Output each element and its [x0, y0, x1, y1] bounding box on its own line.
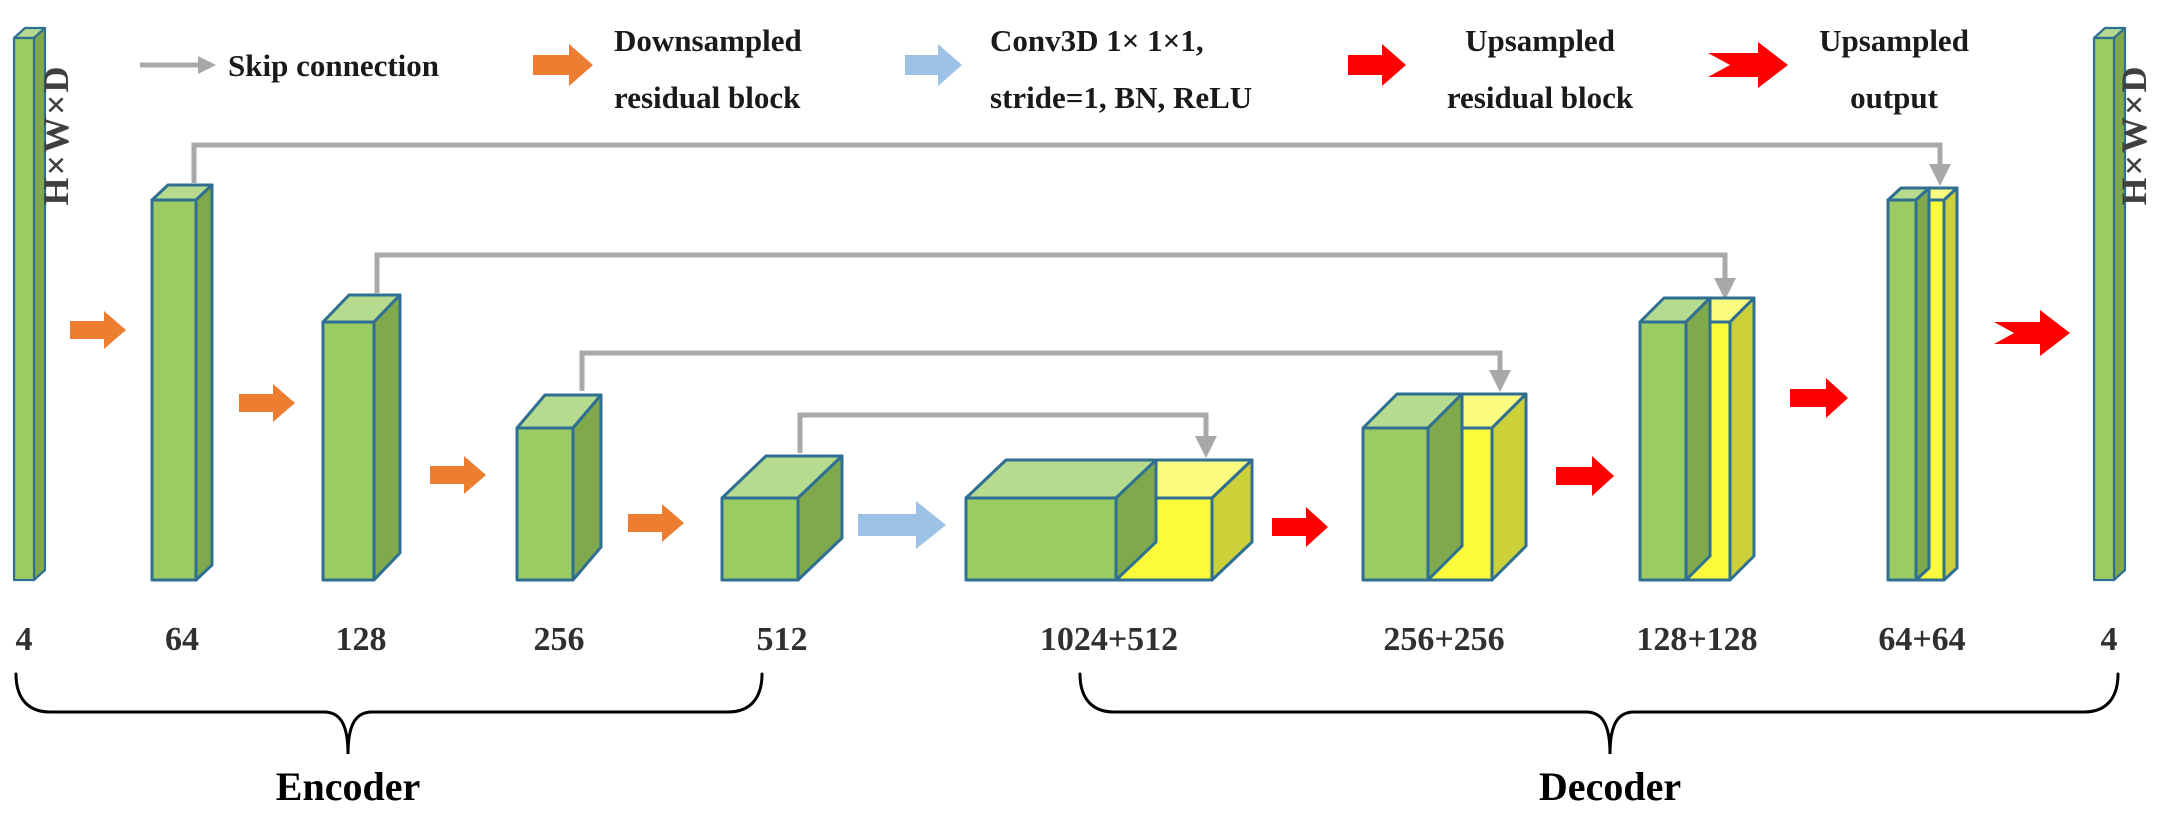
skip-connection-line-1	[191, 142, 1943, 183]
legend-item-upsampled-output: Upsampled output	[1708, 23, 1969, 115]
skip-connections	[191, 142, 1951, 458]
conv3d-arrow	[858, 501, 946, 549]
channel-label: 64	[165, 621, 199, 658]
box-side-face	[1914, 186, 1931, 582]
box-front-face	[1638, 320, 1688, 582]
legend-item-conv3d: Conv3D 1× 1×1, stride=1, BN, ReLU	[905, 23, 1252, 115]
encoder-block-128: 128	[321, 293, 402, 658]
skip-connection-line-2	[374, 252, 1728, 293]
legend-item-skip-connection: Skip connection	[140, 48, 439, 83]
skip-arrowhead-2	[1714, 278, 1736, 300]
upsampled-output-arrow	[1994, 310, 2070, 356]
encoder-section-label: Encoder	[276, 764, 420, 809]
legend-upsampled-residual-line1: Upsampled	[1465, 23, 1615, 58]
box-front-face	[12, 36, 36, 582]
box-side-face	[1426, 392, 1464, 582]
skip-connection-line-4	[797, 412, 1209, 453]
box-front-face	[1886, 198, 1918, 582]
downsample-arrow-1	[70, 311, 126, 349]
decoder-block-64: 64+64	[1878, 186, 1966, 658]
encoder-block-64: 64	[150, 183, 214, 658]
downsample-arrow-3	[430, 456, 486, 494]
concat-yellow-side-face	[1728, 296, 1756, 582]
legend: Skip connection Downsampled residual blo…	[140, 23, 1969, 115]
encoder-brace	[14, 672, 764, 755]
box-side-face	[372, 293, 402, 582]
output-channels-label: 4	[2101, 621, 2118, 658]
box-side-face	[194, 183, 214, 582]
bottleneck-block: 1024+512	[964, 458, 1254, 658]
concat-yellow-side-face	[1490, 392, 1528, 582]
upsample-arrow-2	[1556, 456, 1614, 496]
legend-upsampled-output-line1: Upsampled	[1819, 23, 1969, 58]
legend-conv3d-line2: stride=1, BN, ReLU	[990, 80, 1252, 115]
upsample-arrow-1	[1272, 507, 1328, 547]
legend-upsampled-output-line2: output	[1850, 80, 1939, 115]
decoder-block-128: 128+128	[1636, 296, 1758, 658]
legend-downsampled-line2: residual block	[614, 80, 801, 115]
upsample-arrow-3	[1790, 378, 1848, 418]
legend-downsampled-line1: Downsampled	[614, 23, 802, 58]
legend-item-upsampled-residual: Upsampled residual block	[1348, 23, 1634, 115]
skip-connection-line-3	[579, 350, 1503, 391]
input-dimension-label: H×W×D	[36, 64, 76, 205]
skip-arrowhead-3	[1489, 370, 1511, 392]
legend-item-downsampled: Downsampled residual block	[533, 23, 802, 115]
flow-arrows	[70, 310, 2070, 549]
concat-yellow-side-face	[1942, 186, 1959, 582]
skip-arrowhead-4	[1195, 436, 1217, 458]
skip-connection-arrowhead-icon	[198, 56, 216, 74]
channel-label: 256	[534, 621, 585, 658]
box-side-face	[1684, 296, 1712, 582]
input-volume: 4 H×W×D	[12, 26, 76, 658]
output-volume: 4 H×W×D	[2092, 26, 2154, 658]
downsampled-arrow-icon	[533, 44, 593, 86]
box-front-face	[150, 198, 198, 582]
legend-conv3d-line1: Conv3D 1× 1×1,	[990, 23, 1204, 58]
channel-label: 64+64	[1878, 621, 1965, 658]
box-front-face	[515, 426, 575, 582]
encoder-block-512: 512	[720, 454, 844, 658]
box-front-face	[964, 496, 1118, 582]
legend-upsampled-residual-line2: residual block	[1447, 80, 1634, 115]
downsample-arrow-2	[239, 384, 295, 422]
box-front-face	[321, 320, 376, 582]
box-front-face	[1361, 426, 1430, 582]
upsampled-output-arrow-icon	[1708, 42, 1788, 88]
decoder-brace	[1078, 672, 2120, 755]
input-channels-label: 4	[16, 621, 33, 658]
encoder-block-256: 256	[515, 393, 603, 658]
box-front-face	[2092, 36, 2116, 582]
channel-label: 512	[757, 621, 808, 658]
downsample-arrow-4	[628, 504, 684, 542]
section-braces: Encoder Decoder	[14, 672, 2120, 809]
decoder-section-label: Decoder	[1539, 764, 1681, 809]
legend-skip-label: Skip connection	[228, 48, 439, 83]
box-side-face	[571, 393, 603, 582]
skip-arrowhead-1	[1929, 164, 1951, 186]
box-front-face	[720, 496, 800, 582]
channel-label: 1024+512	[1040, 621, 1178, 658]
conv3d-arrow-icon	[905, 44, 962, 86]
channel-label: 128+128	[1636, 621, 1757, 658]
decoder-block-256: 256+256	[1361, 392, 1528, 658]
output-dimension-label: H×W×D	[2114, 64, 2154, 205]
channel-label: 128	[336, 621, 387, 658]
upsampled-residual-arrow-icon	[1348, 44, 1406, 86]
channel-label: 256+256	[1383, 621, 1504, 658]
